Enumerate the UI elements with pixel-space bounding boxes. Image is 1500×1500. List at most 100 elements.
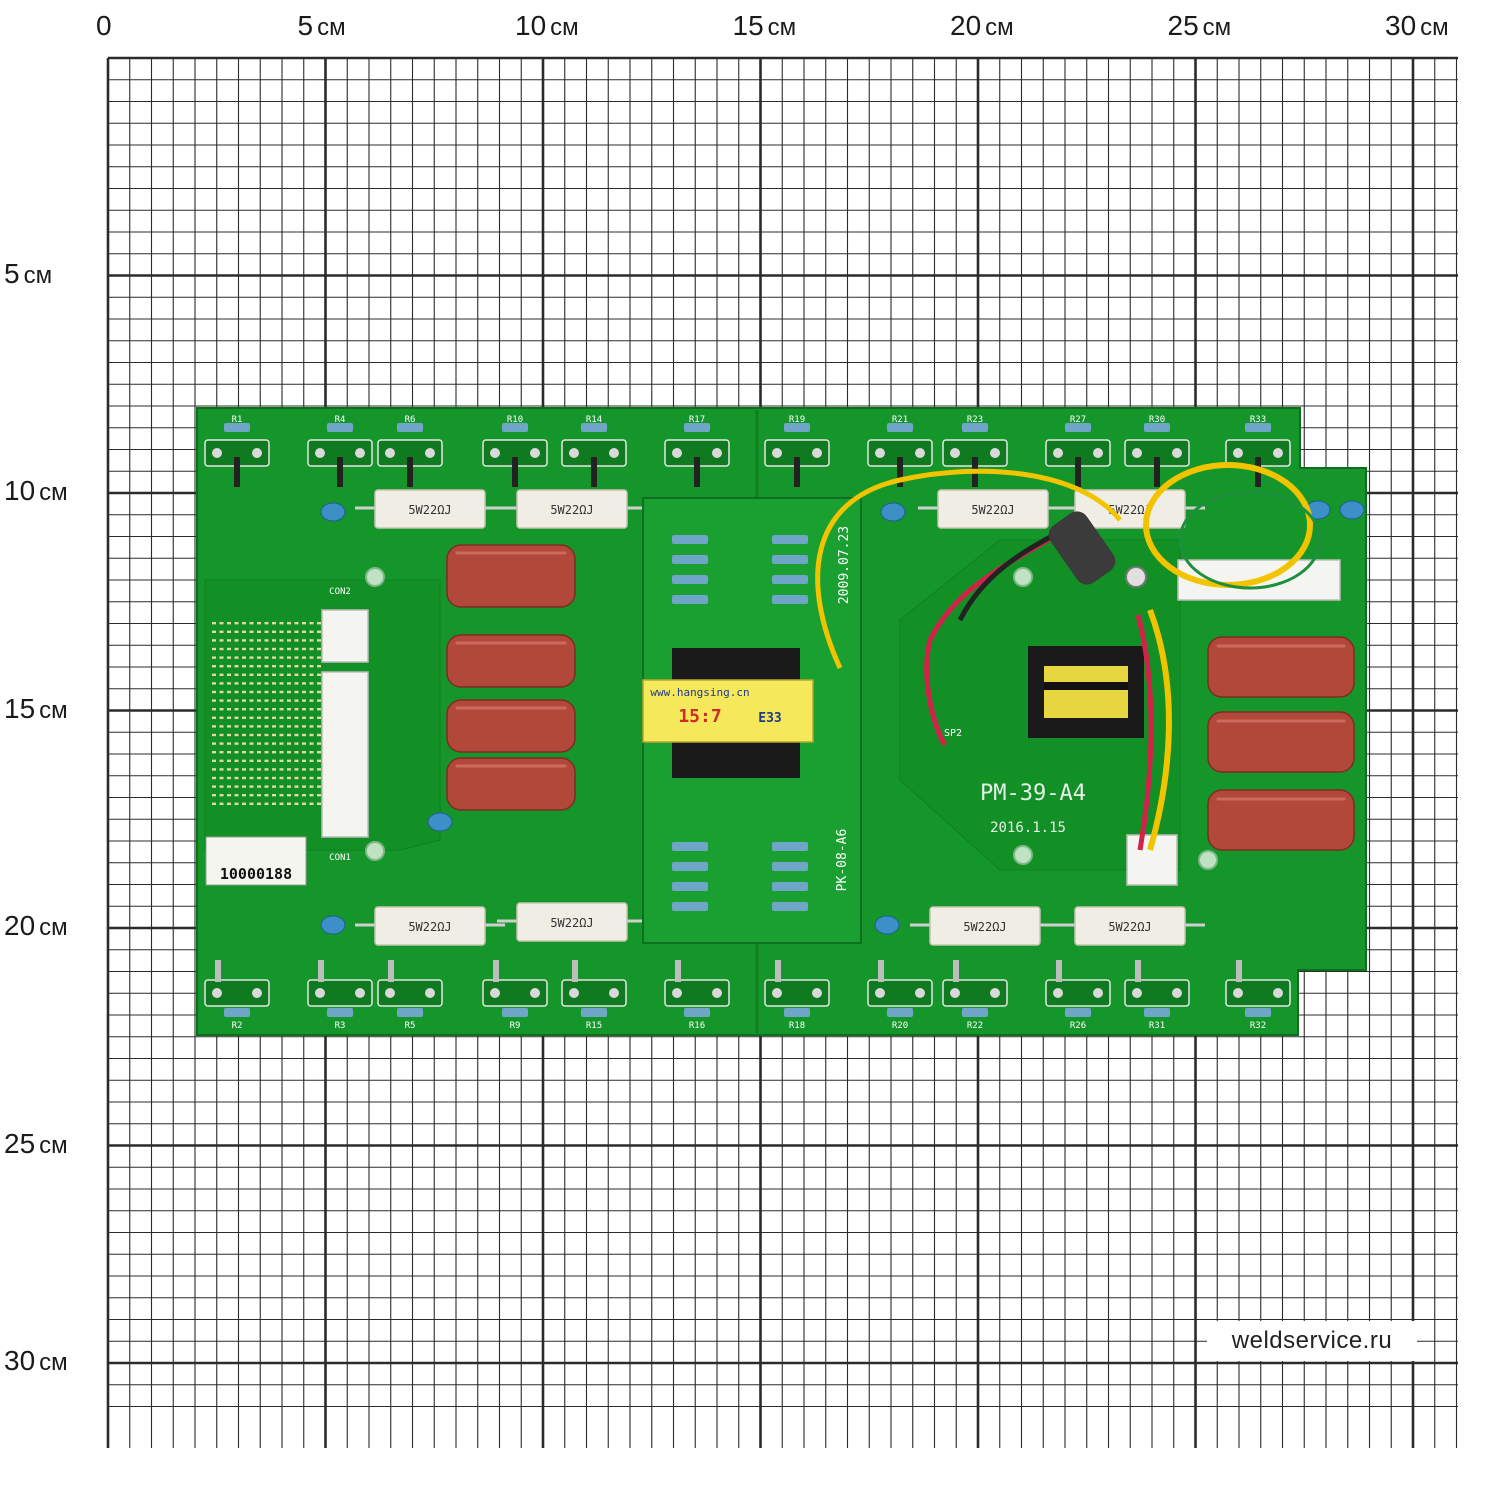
solder-joint bbox=[425, 988, 435, 998]
pin-pad bbox=[309, 794, 314, 797]
pin-pad bbox=[234, 794, 239, 797]
pin-pad bbox=[264, 759, 269, 762]
pin-pad bbox=[264, 733, 269, 737]
solder-joint bbox=[915, 448, 925, 458]
mounting-hole bbox=[1198, 850, 1218, 870]
pin-pad bbox=[317, 751, 321, 754]
smd-diode bbox=[672, 535, 708, 544]
pin-pad bbox=[264, 708, 269, 711]
pin-pad bbox=[272, 665, 276, 668]
smd-diode bbox=[672, 882, 708, 891]
x-axis-number: 0 bbox=[96, 10, 112, 41]
pin-pad bbox=[309, 733, 314, 737]
pin-pad bbox=[294, 656, 299, 659]
pin-pad bbox=[219, 656, 224, 659]
pin-pad bbox=[234, 639, 239, 642]
pin-pad bbox=[309, 673, 314, 676]
pin-pad bbox=[279, 742, 284, 745]
pin-pad bbox=[294, 682, 299, 685]
pin-pad bbox=[242, 759, 246, 762]
pin-pad bbox=[309, 785, 314, 788]
pin-pad bbox=[227, 716, 231, 719]
ref-designator: R26 bbox=[1070, 1021, 1086, 1031]
pin-pad bbox=[242, 673, 246, 676]
power-resistor: 5W22ΩJ bbox=[355, 906, 505, 946]
ref-designator: R33 bbox=[1250, 415, 1266, 425]
pin-pad bbox=[309, 751, 314, 754]
pin-pad bbox=[234, 708, 239, 711]
pin-pad bbox=[227, 682, 231, 685]
pin-pad bbox=[257, 622, 261, 625]
pin-pad bbox=[317, 802, 321, 805]
solder-joint bbox=[772, 448, 782, 458]
transistor-lead bbox=[512, 457, 518, 487]
solder-joint bbox=[315, 988, 325, 998]
pin-pad bbox=[279, 751, 284, 754]
smd-pad bbox=[377, 979, 443, 1007]
y-axis-unit: см bbox=[39, 479, 68, 506]
pin-pad bbox=[242, 802, 246, 805]
transformer-winding bbox=[1044, 666, 1128, 718]
pin-pad bbox=[219, 802, 224, 805]
solder-joint bbox=[672, 988, 682, 998]
pin-pad bbox=[287, 794, 291, 797]
pin-pad bbox=[212, 665, 216, 668]
pin-pad bbox=[227, 725, 231, 728]
y-axis-unit: см bbox=[23, 261, 53, 289]
pin-pad bbox=[272, 708, 276, 711]
pin-pad bbox=[219, 716, 224, 719]
pin-pad bbox=[309, 647, 314, 651]
ref-designator: R3 bbox=[335, 1021, 346, 1031]
pin-pad bbox=[309, 716, 314, 719]
pin-pad bbox=[219, 639, 224, 642]
y-axis-number: 20 bbox=[4, 910, 36, 941]
pin-pad bbox=[302, 656, 306, 659]
pin-pad bbox=[257, 802, 261, 805]
smd-resistor bbox=[581, 1008, 607, 1017]
pin-pad bbox=[279, 622, 284, 625]
pin-pad bbox=[287, 785, 291, 788]
power-resistor: 5W22ΩJ bbox=[355, 489, 505, 529]
transistor-lead bbox=[388, 960, 394, 982]
pin-pad bbox=[234, 673, 239, 676]
solder-joint bbox=[812, 448, 822, 458]
pin-pad bbox=[309, 699, 314, 702]
y-axis-number: 30 bbox=[4, 1345, 36, 1376]
smd-diode bbox=[672, 595, 708, 604]
pin-pad bbox=[227, 733, 231, 737]
smd-pad bbox=[307, 979, 373, 1007]
transistor-lead bbox=[1154, 457, 1160, 487]
solder-joint bbox=[712, 448, 722, 458]
pin-pad bbox=[212, 716, 216, 719]
x-axis-unit: см bbox=[767, 14, 797, 41]
y-axis-unit: см bbox=[39, 1131, 68, 1159]
x-axis-label: 0 bbox=[96, 12, 112, 40]
pin-pad bbox=[249, 630, 254, 633]
pin-pad bbox=[302, 742, 306, 745]
smd-diode bbox=[672, 902, 708, 911]
ref-designator: R2 bbox=[232, 1021, 243, 1031]
ref-designator: R21 bbox=[892, 415, 908, 425]
pin-pad bbox=[287, 647, 291, 651]
mounting-hole bbox=[1013, 567, 1033, 587]
pin-pad bbox=[287, 716, 291, 719]
pin-pad bbox=[219, 708, 224, 711]
ref-designator: R19 bbox=[789, 415, 805, 425]
ref-designator: R31 bbox=[1149, 1021, 1165, 1031]
pin-pad bbox=[249, 665, 254, 668]
transistor-group: R9 bbox=[482, 960, 548, 1031]
ceramic-capacitor bbox=[1339, 500, 1365, 520]
solder-joint bbox=[1093, 448, 1103, 458]
pin-pad bbox=[272, 647, 276, 651]
pin-pad bbox=[279, 656, 284, 659]
pin-pad bbox=[287, 622, 291, 625]
pin-pad bbox=[249, 802, 254, 805]
smd-diode bbox=[672, 862, 708, 871]
x-axis-number: 5 bbox=[297, 10, 314, 41]
x-axis-unit: см bbox=[1202, 14, 1232, 41]
pin-pad bbox=[264, 682, 269, 685]
pin-pad bbox=[242, 751, 246, 754]
